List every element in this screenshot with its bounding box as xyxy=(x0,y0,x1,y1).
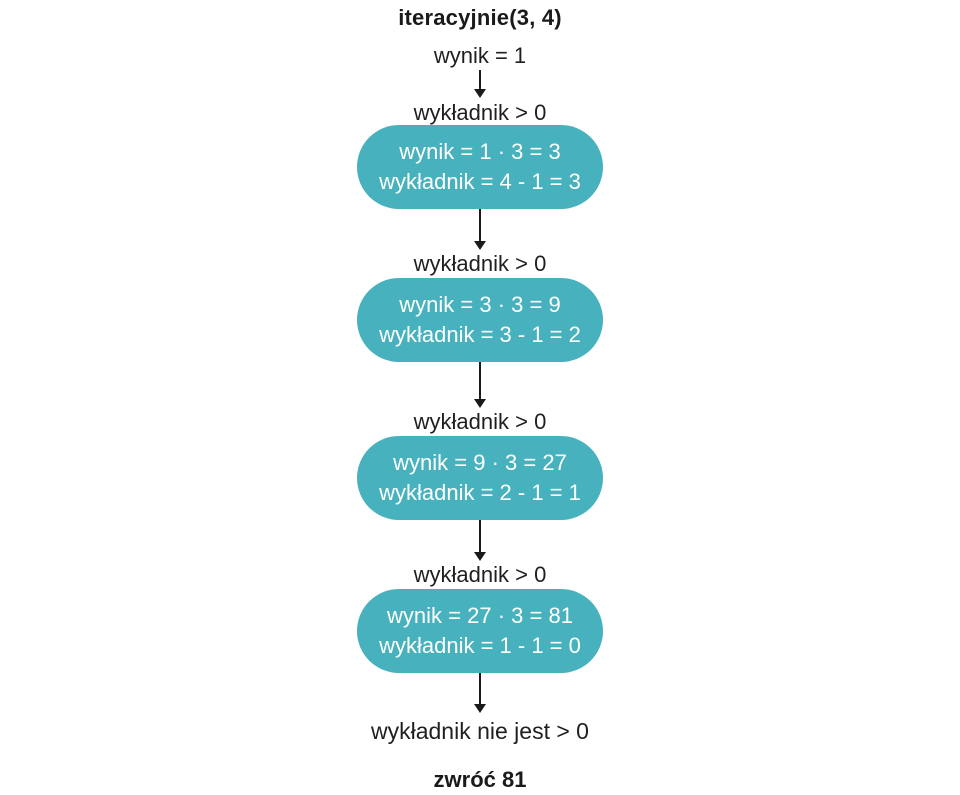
arrow-down-icon xyxy=(474,70,486,98)
iteration-line2: wykładnik = 1 - 1 = 0 xyxy=(379,633,581,658)
arrow-head xyxy=(474,89,486,98)
arrow-shaft xyxy=(479,520,481,552)
init-statement: wynik = 1 xyxy=(433,43,527,68)
iteration-box: wynik = 1 · 3 = 3 wykładnik = 4 - 1 = 3 xyxy=(357,125,603,209)
loop-condition-label: wykładnik > 0 xyxy=(413,409,547,434)
loop-condition-label: wykładnik > 0 xyxy=(413,562,547,587)
final-condition-label: wykładnik nie jest > 0 xyxy=(371,718,589,744)
arrow-head xyxy=(474,399,486,408)
iteration-box: wynik = 9 · 3 = 27 wykładnik = 2 - 1 = 1 xyxy=(357,436,603,520)
arrow-down-icon xyxy=(474,673,486,713)
iteration-line2: wykładnik = 4 - 1 = 3 xyxy=(379,169,581,194)
iteration-line1: wynik = 9 · 3 = 27 xyxy=(393,450,567,475)
arrow-shaft xyxy=(479,362,481,399)
loop-condition-label: wykładnik > 0 xyxy=(413,251,547,276)
iteration-box: wynik = 27 · 3 = 81 wykładnik = 1 - 1 = … xyxy=(357,589,603,673)
arrow-down-icon xyxy=(474,520,486,561)
arrow-shaft xyxy=(479,209,481,241)
iteration-line2: wykładnik = 2 - 1 = 1 xyxy=(379,480,581,505)
arrow-shaft xyxy=(479,70,481,89)
arrow-down-icon xyxy=(474,209,486,250)
flow-title: iteracyjnie(3, 4) xyxy=(398,5,562,30)
iteration-line1: wynik = 3 · 3 = 9 xyxy=(399,292,561,317)
arrow-down-icon xyxy=(474,362,486,408)
arrow-head xyxy=(474,704,486,713)
iteration-line1: wynik = 27 · 3 = 81 xyxy=(387,603,573,628)
return-statement: zwróć 81 xyxy=(433,767,527,792)
iteration-line2: wykładnik = 3 - 1 = 2 xyxy=(379,322,581,347)
arrow-head xyxy=(474,241,486,250)
iteration-line1: wynik = 1 · 3 = 3 xyxy=(399,139,561,164)
loop-condition-label: wykładnik > 0 xyxy=(413,100,547,125)
arrow-head xyxy=(474,552,486,561)
arrow-shaft xyxy=(479,673,481,704)
iteration-box: wynik = 3 · 3 = 9 wykładnik = 3 - 1 = 2 xyxy=(357,278,603,362)
